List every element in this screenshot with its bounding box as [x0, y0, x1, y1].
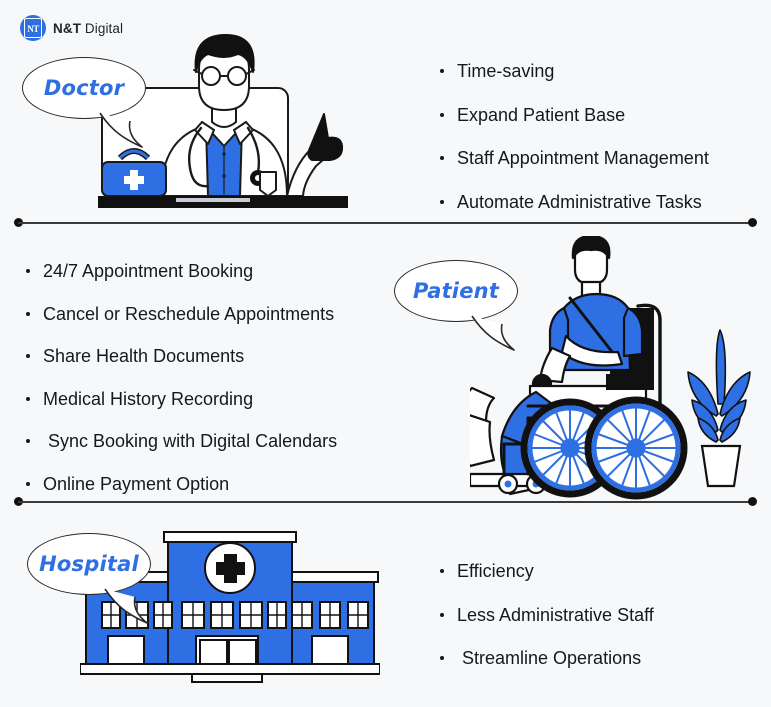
list-item: Expand Patient Base: [438, 104, 709, 127]
hospital-benefits-list: Efficiency Less Administrative Staff Str…: [438, 560, 654, 691]
list-item: Staff Appointment Management: [438, 147, 709, 170]
list-item: Cancel or Reschedule Appointments: [24, 303, 337, 326]
list-item: Share Health Documents: [24, 345, 337, 368]
list-item: Streamline Operations: [438, 647, 654, 670]
speech-bubble-oval: Doctor: [22, 57, 146, 119]
list-item: Online Payment Option: [24, 473, 337, 496]
logo-monogram: NT: [27, 24, 39, 34]
speech-bubble-patient: Patient: [394, 260, 518, 351]
list-item: Automate Administrative Tasks: [438, 191, 709, 214]
divider-dot-right: [748, 218, 757, 227]
divider-dot-right: [748, 497, 757, 506]
speech-bubble-label: Doctor: [43, 76, 125, 100]
speech-bubble-tail-icon: [471, 315, 515, 351]
potted-plant-icon: [687, 329, 751, 488]
list-item: Sync Booking with Digital Calendars: [24, 430, 337, 453]
speech-bubble-doctor: Doctor: [22, 57, 146, 148]
doctor-illustration: [98, 33, 348, 208]
speech-bubble-oval: Hospital: [27, 533, 151, 595]
nt-circle-logo-icon: NT: [20, 15, 46, 41]
section-divider: [14, 496, 757, 508]
section-divider: [14, 217, 757, 229]
doctor-benefits-list: Time-saving Expand Patient Base Staff Ap…: [438, 60, 709, 234]
brand-name-bold: N&T: [53, 20, 82, 36]
speech-bubble-oval: Patient: [394, 260, 518, 322]
speech-bubble-tail-icon: [99, 112, 143, 148]
speech-bubble-label: Patient: [412, 279, 500, 303]
brand-name: N&T Digital: [53, 21, 123, 36]
list-item: Efficiency: [438, 560, 654, 583]
brand-logo: NT N&T Digital: [20, 15, 123, 41]
divider-line: [18, 501, 753, 503]
list-item: Medical History Recording: [24, 388, 337, 411]
medical-bag-icon: [101, 148, 167, 197]
brand-name-regular: Digital: [81, 20, 124, 36]
list-item: 24/7 Appointment Booking: [24, 260, 337, 283]
list-item: Less Administrative Staff: [438, 604, 654, 627]
speech-bubble-tail-icon: [104, 588, 148, 624]
speech-bubble-hospital: Hospital: [27, 533, 151, 624]
patient-illustration: [470, 236, 751, 500]
wheelchair-wheel: [584, 396, 688, 500]
patient-features-list: 24/7 Appointment Booking Cancel or Resch…: [24, 260, 337, 515]
list-item: Time-saving: [438, 60, 709, 83]
speech-bubble-label: Hospital: [39, 552, 139, 576]
divider-line: [18, 222, 753, 224]
